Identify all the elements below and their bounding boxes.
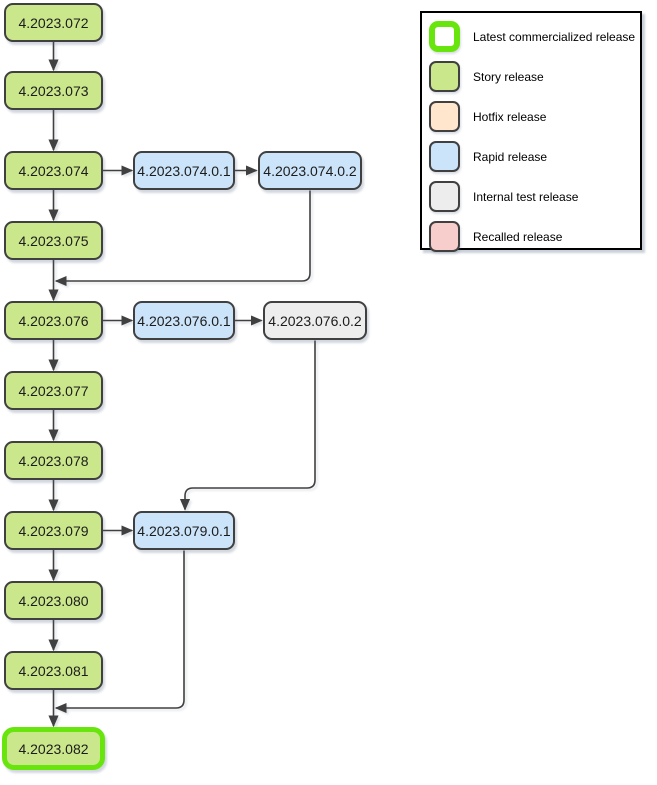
node-4-2023-076: 4.2023.076 bbox=[4, 301, 103, 340]
internal-test-release-swatch-icon bbox=[429, 181, 460, 212]
rapid-release-swatch-icon bbox=[429, 141, 460, 172]
node-4-2023-078: 4.2023.078 bbox=[4, 441, 103, 480]
node-4-2023-081: 4.2023.081 bbox=[4, 651, 103, 690]
node-4-2023-079: 4.2023.079 bbox=[4, 511, 103, 550]
legend-label-rapid: Rapid release bbox=[473, 149, 548, 164]
latest-release-swatch-icon bbox=[429, 21, 460, 52]
node-4-2023-074-0-1: 4.2023.074.0.1 bbox=[133, 151, 235, 190]
legend-row-recalled: Recalled release bbox=[429, 221, 640, 252]
arrow-076-0-2-to-079-0-1 bbox=[179, 340, 316, 511]
arrow-074-0-2-merge-back bbox=[54, 190, 311, 287]
arrow-079-0-1-merge-back bbox=[54, 550, 185, 714]
node-4-2023-073: 4.2023.073 bbox=[4, 71, 103, 110]
legend-row-rapid: Rapid release bbox=[429, 141, 640, 172]
node-4-2023-082-latest: 4.2023.082 bbox=[2, 727, 105, 770]
legend-label-recalled: Recalled release bbox=[473, 229, 563, 244]
story-release-swatch-icon bbox=[429, 61, 460, 92]
node-4-2023-075: 4.2023.075 bbox=[4, 221, 103, 260]
node-4-2023-080: 4.2023.080 bbox=[4, 581, 103, 620]
legend-label-internal: Internal test release bbox=[473, 189, 579, 204]
legend-label-latest: Latest commercialized release bbox=[473, 29, 636, 44]
legend-label-hotfix: Hotfix release bbox=[473, 109, 547, 124]
node-4-2023-076-0-2: 4.2023.076.0.2 bbox=[263, 301, 367, 340]
legend-row-hotfix: Hotfix release bbox=[429, 101, 640, 132]
node-4-2023-072: 4.2023.072 bbox=[4, 3, 103, 42]
node-4-2023-074: 4.2023.074 bbox=[4, 151, 103, 190]
node-4-2023-076-0-1: 4.2023.076.0.1 bbox=[133, 301, 235, 340]
node-4-2023-077: 4.2023.077 bbox=[4, 371, 103, 410]
hotfix-release-swatch-icon bbox=[429, 101, 460, 132]
node-4-2023-079-0-1: 4.2023.079.0.1 bbox=[133, 511, 235, 550]
node-4-2023-074-0-2: 4.2023.074.0.2 bbox=[258, 151, 362, 190]
legend-row-story: Story release bbox=[429, 61, 640, 92]
legend-row-latest: Latest commercialized release bbox=[429, 21, 640, 52]
legend: Latest commercialized release Story rele… bbox=[420, 11, 642, 252]
legend-row-internal: Internal test release bbox=[429, 181, 640, 212]
recalled-release-swatch-icon bbox=[429, 221, 460, 252]
legend-label-story: Story release bbox=[473, 69, 544, 84]
